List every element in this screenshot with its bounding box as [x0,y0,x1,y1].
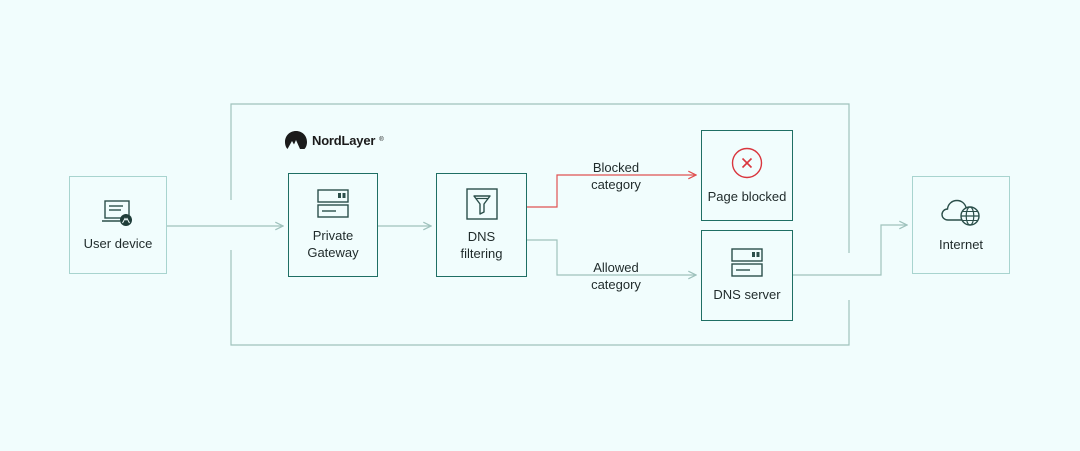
laptop-user-icon [102,199,132,226]
dns-server-label: DNS server [713,287,781,302]
private-gateway-label: Private Gateway [307,228,359,260]
edge-server-to-internet [793,225,907,276]
node-private-gateway: Private Gateway [288,173,378,277]
blocked-x-icon [731,147,763,179]
edge-allowed [527,239,696,275]
brand-name: NordLayer [312,132,376,148]
edge-label-allowed: Allowed category [591,260,641,292]
page-blocked-label: Page blocked [707,189,787,204]
edge-label-blocked: Blocked category [591,160,641,192]
node-page-blocked: Page blocked [701,130,793,221]
node-internet: Internet [912,176,1010,274]
node-dns-server: DNS server [701,230,793,321]
nordlayer-boundary-lower [230,250,850,346]
node-dns-filtering: DNS filtering [436,173,527,277]
cloud-globe-icon [941,199,980,226]
brand-trademark: ® [379,137,384,143]
filter-funnel-icon [465,188,498,220]
node-user-device: User device [69,176,167,274]
user-device-label: User device [83,235,153,251]
nordlayer-boundary [230,103,850,253]
internet-label: Internet [938,236,984,252]
server-icon [317,189,349,218]
nordlayer-logo-icon [285,131,307,149]
dns-filtering-label: DNS filtering [460,229,503,261]
edge-blocked [527,175,696,208]
server-icon [731,248,763,277]
nordlayer-brand: NordLayer® [284,130,384,150]
